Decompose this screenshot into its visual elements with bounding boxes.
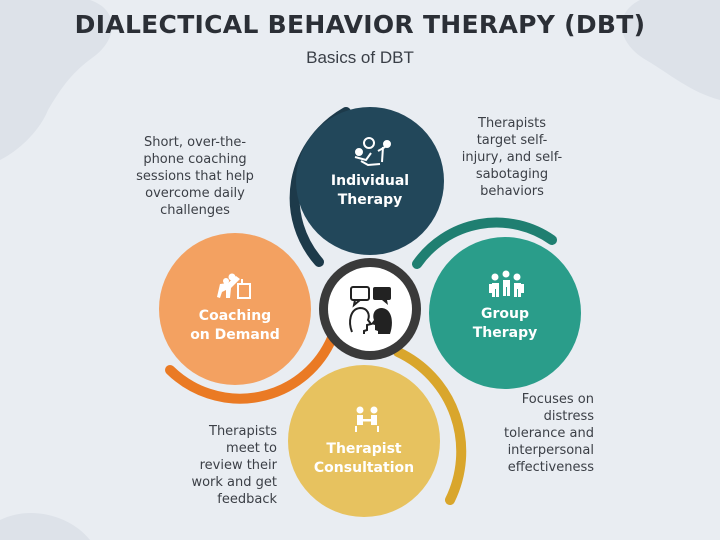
individual-therapy-label: Individual Therapy [330,173,410,208]
page-title: DIALECTICAL BEHAVIOR THERAPY (DBT) [74,10,646,39]
coaching-circle [159,233,311,385]
group-therapy-description: Focuses on distress tolerance and interp… [504,392,594,475]
coaching-arc [165,333,337,404]
coaching-icon [217,273,251,299]
consultation-description: Therapists meet to review their work and… [191,424,277,507]
individual-therapy-circle [296,107,444,255]
meeting-icon [355,406,379,432]
group-people-icon [489,270,524,297]
coaching-label: Coaching on Demand [190,308,280,343]
consultation-circle [288,365,440,517]
group-therapy-circle [429,237,581,389]
conversation-heads-icon [349,286,392,334]
page-subtitle: Basics of DBT [306,48,414,67]
consultation-arc [393,347,467,505]
individual-therapy-description: Therapists target self- injury, and self… [461,116,563,199]
therapy-session-icon [354,137,391,167]
coaching-description: Short, over-the- phone coaching sessions… [136,135,254,218]
center-disc [328,267,412,351]
group-arc [412,217,557,269]
group-therapy-label: Group Therapy [472,306,538,341]
consultation-label: Therapist Consultation [313,441,415,476]
